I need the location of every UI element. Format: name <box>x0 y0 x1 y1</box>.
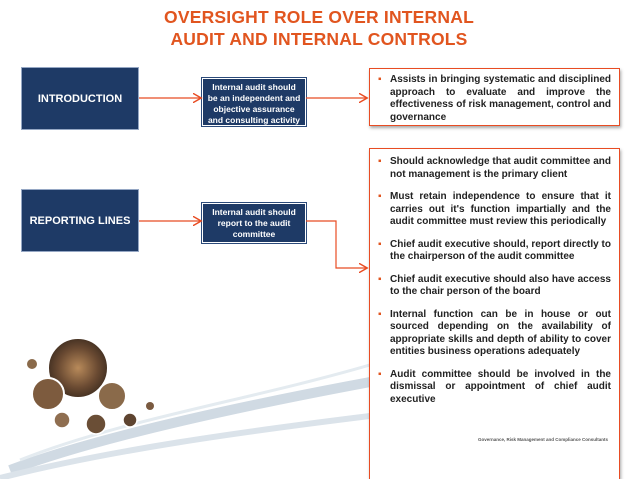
introduction-point: Assists in bringing systematic and disci… <box>378 74 611 124</box>
reporting-point: Chief audit executive should, report dir… <box>378 239 611 264</box>
introduction-points-panel: Assists in bringing systematic and disci… <box>369 68 620 126</box>
reporting-point: Chief audit executive should also have a… <box>378 274 611 299</box>
reporting-lines-description: Internal audit should report to the audi… <box>212 206 296 239</box>
introduction-description: Internal audit should be an independent … <box>207 82 301 125</box>
slide-title-line-1: OVERSIGHT ROLE OVER INTERNAL <box>164 7 474 27</box>
reporting-points-list: Should acknowledge that audit committee … <box>378 156 611 406</box>
slide-title-line-2: AUDIT AND INTERNAL CONTROLS <box>170 29 468 49</box>
reporting-point: Should acknowledge that audit committee … <box>378 156 611 181</box>
footer-company-text: Governance, Risk Management and Complian… <box>478 437 609 442</box>
reporting-description-arrow <box>306 220 366 268</box>
reporting-points-panel: Should acknowledge that audit committee … <box>369 148 620 479</box>
slide-title: OVERSIGHT ROLE OVER INTERNAL AUDIT AND I… <box>0 6 638 50</box>
reporting-point: Internal function can be in house or out… <box>378 309 611 359</box>
introduction-label-box: INTRODUCTION <box>21 67 139 130</box>
introduction-description-box: Internal audit should be an independent … <box>202 78 306 126</box>
boardroom-photo-decoration <box>0 337 370 479</box>
reporting-lines-description-box: Internal audit should report to the audi… <box>202 203 306 243</box>
reporting-point: Must retain independence to ensure that … <box>378 191 611 229</box>
reporting-point: Audit committee should be involved in th… <box>378 369 611 407</box>
introduction-points-list: Assists in bringing systematic and disci… <box>378 74 611 124</box>
reporting-lines-label: REPORTING LINES <box>29 214 131 227</box>
reporting-lines-label-box: REPORTING LINES <box>21 189 139 252</box>
introduction-label: INTRODUCTION <box>37 92 123 105</box>
